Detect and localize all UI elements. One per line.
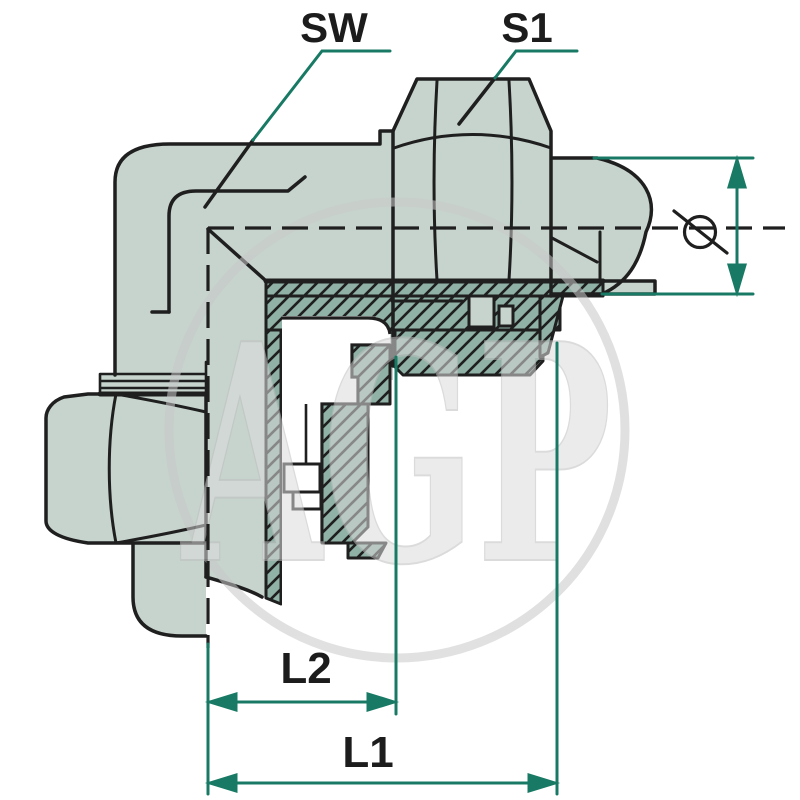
tube-right-flange	[550, 230, 602, 283]
elbow-outer-edge	[113, 129, 395, 377]
l2-arrowhead-right	[366, 691, 400, 713]
centerlines	[206, 226, 785, 648]
thread-lines-right	[390, 294, 471, 303]
tube-bottom-fill	[133, 543, 206, 636]
bore-white	[282, 316, 390, 640]
tube-right-outline	[550, 156, 654, 296]
hatch-bottom-wedge	[346, 541, 388, 560]
hatch-nut-flank	[538, 294, 565, 359]
thread-rings-fill	[100, 374, 206, 395]
thread-rings-lines	[98, 360, 208, 396]
ring-piece-bottom-b	[291, 490, 323, 511]
dimensions	[204, 49, 755, 796]
ring-piece-right-a	[467, 294, 496, 329]
diameter-arrowhead-up	[726, 154, 748, 189]
sw-leader-line	[251, 49, 392, 142]
s1-nut-flank-right	[507, 79, 514, 282]
sw-nut-facet-top	[114, 392, 208, 414]
diameter-symbol-slash	[672, 209, 729, 255]
sw-leader-black	[203, 138, 255, 209]
section-corner-diagonal	[206, 227, 267, 282]
sw-nut-facet-bottom	[114, 523, 208, 545]
l2-arrowhead-left	[204, 691, 238, 713]
elbow-body-fill	[115, 131, 393, 598]
body-outlines	[44, 76, 657, 638]
elbow-inner-edge	[167, 175, 307, 314]
s1-leader-line	[493, 49, 579, 80]
body-break-curve	[204, 575, 264, 599]
l1-label: L1	[342, 728, 393, 777]
s1-nut-chamfer-curve	[392, 133, 553, 150]
diameter-symbol-circle	[682, 214, 718, 250]
s1-label: S1	[501, 4, 552, 51]
l1-arrowhead-right	[527, 772, 561, 794]
l1-arrowhead-left	[204, 772, 238, 794]
sw-nut-facet-divider	[107, 392, 118, 545]
s1-leader-black	[457, 76, 497, 126]
dimension-diameter	[592, 154, 755, 298]
diameter-symbol-icon	[672, 209, 729, 255]
dimension-l2	[204, 355, 400, 716]
sw-nut-outline	[44, 392, 208, 545]
sw-label: SW	[300, 4, 368, 51]
s1-nut-flank-left	[432, 79, 439, 282]
section-hatching-lower	[320, 343, 392, 560]
cutting-ring-pieces	[282, 294, 515, 511]
ring-piece-right-b	[497, 304, 515, 328]
hatch-bottom-block	[320, 402, 370, 545]
l2-label: L2	[280, 644, 331, 693]
dimension-l1	[204, 341, 561, 796]
diameter-arrowhead-down	[726, 263, 748, 298]
